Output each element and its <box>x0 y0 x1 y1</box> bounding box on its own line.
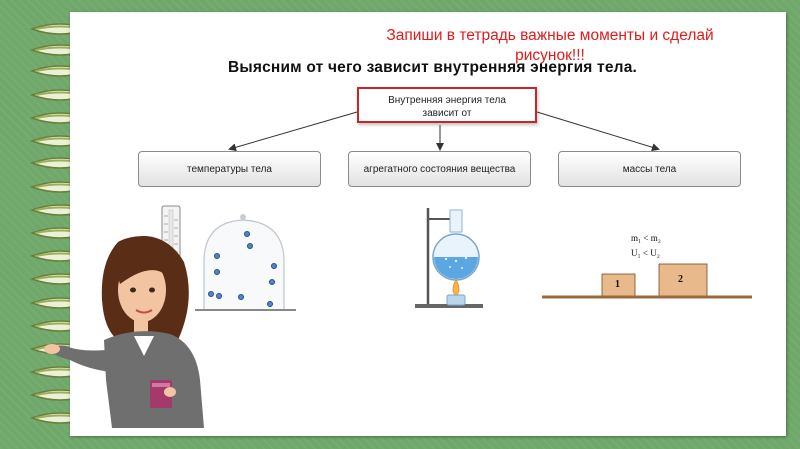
category-temperature: температуры тела <box>138 151 321 187</box>
block-1-label: 1 <box>615 279 620 290</box>
slide-heading: Выясним от чего зависит внутренняя энерг… <box>228 59 638 76</box>
gas-dome-icon <box>195 214 296 311</box>
connector-arrows <box>228 111 660 152</box>
central-concept-box: Внутренняя энергия тела зависит от <box>357 87 537 123</box>
central-concept-line2: зависит от <box>422 108 472 119</box>
flask-burner-icon <box>415 208 483 308</box>
central-concept-line1: Внутренняя энергия тела <box>388 95 506 106</box>
mass-formula: m₁ < m₂ <box>631 233 661 243</box>
instruction-note: Запиши в тетрадь важные моменты и сделай… <box>386 27 714 64</box>
mass-blocks-illustration <box>542 263 752 299</box>
arrow-to-temperature <box>228 111 358 152</box>
category-mass: массы тела <box>558 151 741 187</box>
category-aggregate-state: агрегатного состояния вещества <box>348 151 531 187</box>
block-2-label: 2 <box>678 274 683 285</box>
arrow-to-mass <box>536 111 660 152</box>
energy-formula: U₁ < U₂ <box>631 248 660 258</box>
